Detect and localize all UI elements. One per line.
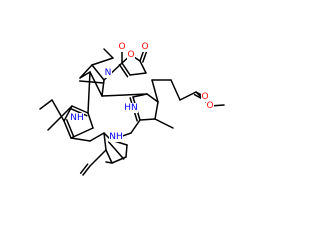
atom-label-o-ester-ether: O: [206, 101, 213, 111]
double-bond-second-a1-a2: [66, 119, 75, 138]
atom-label-background: [118, 42, 126, 52]
atom-label-background: [127, 50, 135, 60]
bond-layer: [39, 46, 225, 176]
bond-x3-x4: [139, 60, 147, 74]
bond-b2-mc1: [79, 71, 91, 79]
atom-label-o-anhydride-carbonyl-top: O: [118, 42, 125, 52]
bond-c2-mac: [89, 132, 105, 142]
bond-d4-d5: [139, 118, 156, 121]
atom-label-background: [104, 68, 112, 78]
bond-d3-p1: [151, 79, 159, 103]
atom-label-background: [141, 42, 149, 52]
bond-d5-mcd: [130, 119, 141, 134]
bond-c4-c5: [111, 156, 127, 164]
bond-c4-c3me: [105, 161, 113, 164]
atom-label-o-ester-carbonyl: O: [201, 92, 208, 102]
bond-a1-a2: [63, 120, 72, 139]
bond-b3-b4: [91, 64, 105, 81]
bond-e1-e2: [39, 99, 53, 110]
atom-label-o-anhydride-ring: O: [127, 50, 134, 60]
atom-label-background: [70, 113, 84, 123]
bond-c3-c4: [105, 149, 113, 164]
atom-label-nh-ring-a: NH: [70, 113, 84, 123]
bond-d4-dme: [154, 118, 174, 129]
bond-a5-a1: [70, 127, 94, 139]
double-bond-second-v1-v2: [79, 163, 89, 174]
bond-b2-b3: [79, 64, 93, 79]
bond-b5-d2: [101, 93, 148, 97]
bond-a4-mc1: [87, 71, 91, 114]
atom-label-background: [124, 103, 138, 113]
bond-mac-a1: [70, 137, 91, 142]
bond-p2-p3: [170, 79, 181, 101]
bond-c3-v1: [89, 149, 107, 167]
bond-b3-mb1: [91, 57, 114, 66]
bond-v1-v2: [82, 165, 91, 176]
bond-x1-x2: [121, 62, 131, 76]
bond-p3-p4: [179, 91, 197, 101]
bond-d3-d4: [154, 101, 159, 120]
bond-c2-c3: [103, 132, 107, 151]
bond-c5-c6: [125, 144, 128, 158]
bond-b5-mc1: [89, 71, 103, 97]
atom-label-n-ring-b: N: [105, 68, 112, 78]
bond-x2-x3: [129, 72, 147, 76]
atom-label-o-anhydride-carbonyl-right: O: [141, 42, 148, 52]
bond-a4-a5: [87, 112, 94, 129]
bond-mb1-mb2: [103, 48, 114, 59]
double-bond-second-b2-b4: [79, 80, 105, 84]
bond-d2-d3: [146, 93, 159, 103]
atom-label-hn-ring-d: HN: [124, 103, 138, 113]
bond-a3-a4: [71, 105, 89, 114]
atom-label-background: [109, 132, 123, 142]
double-bond-second-x1-x2: [118, 63, 129, 78]
bond-a2-e1: [51, 99, 65, 122]
double-bond-second-c1-c5: [108, 141, 125, 160]
bond-a3-ame: [47, 105, 73, 131]
atom-label-background: [201, 92, 209, 102]
double-bond-second-a3-a4: [70, 107, 88, 117]
atom-label-background: [206, 101, 214, 111]
atom-label-nh-ring-c: NH: [109, 132, 123, 142]
